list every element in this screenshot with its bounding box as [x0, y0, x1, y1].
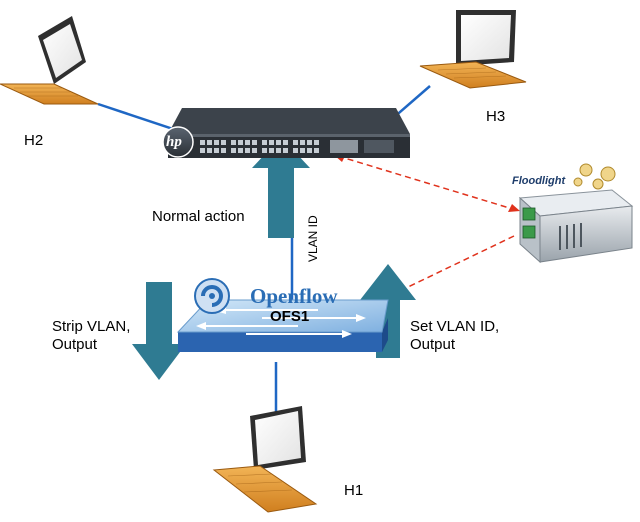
openflow-logo-icon — [194, 278, 230, 314]
openflow-brand-label: Openflow — [250, 284, 338, 308]
floodlight-logo-icon — [573, 163, 616, 190]
set-vlan-label: Set VLAN ID, Output — [410, 318, 500, 353]
floodlight-controller — [518, 163, 634, 264]
ofs1-label: OFS1 — [270, 308, 310, 325]
host-h1-label: H1 — [344, 482, 364, 499]
link-h2-hp — [97, 102, 183, 134]
strip-vlan-label: Strip VLAN, Output — [52, 318, 131, 353]
flow-arrows — [132, 137, 416, 380]
laptop-h2-icon — [0, 16, 99, 105]
vlan-id-label: VLAN ID — [306, 215, 320, 262]
host-h2-label: H2 — [24, 132, 44, 149]
normal-action-arrow — [252, 137, 310, 238]
hp-brand-label: hp — [166, 134, 182, 150]
normal-action-label: Normal action — [152, 208, 245, 225]
laptop-h3-icon — [419, 10, 527, 89]
hp-logo-icon — [162, 126, 194, 158]
control-channels — [334, 154, 520, 317]
openflow-switch — [176, 278, 389, 352]
laptop-h1-icon — [212, 406, 318, 513]
strip-vlan-arrow — [132, 282, 186, 380]
set-vlan-arrow — [360, 264, 416, 358]
host-h3-label: H3 — [486, 108, 506, 125]
hp-switch — [162, 108, 410, 158]
control-link-floodlight-hp — [337, 155, 517, 211]
floodlight-brand-label: Floodlight — [512, 175, 566, 187]
